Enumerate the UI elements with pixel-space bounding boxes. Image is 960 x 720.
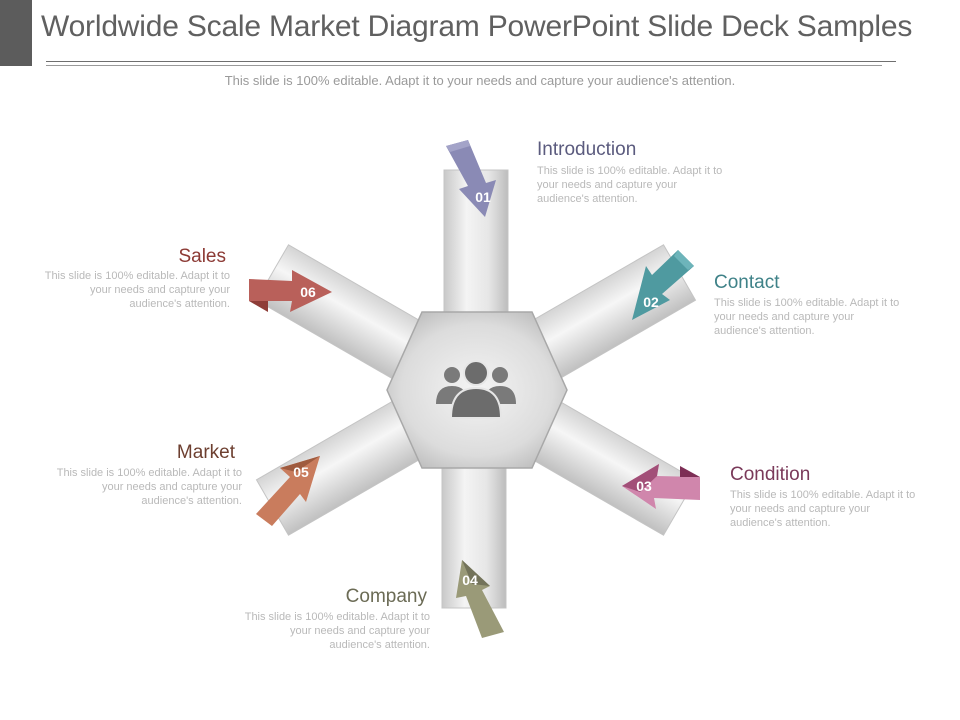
arrow-04-number: 04 xyxy=(462,572,478,588)
desc-introduction: This slide is 100% editable. Adapt it to… xyxy=(537,165,723,205)
label-company: Company xyxy=(345,586,427,607)
arrow-04: 04 xyxy=(456,560,504,638)
label-contact: Contact xyxy=(714,272,780,293)
label-introduction: Introduction xyxy=(537,139,637,160)
arrow-06: 06 xyxy=(249,270,332,312)
title-bar: Worldwide Scale Market Diagram PowerPoin… xyxy=(0,0,960,66)
arrow-02: 02 xyxy=(632,250,694,320)
desc-market: This slide is 100% editable. Adapt it to… xyxy=(56,467,242,507)
arrow-01: 01 xyxy=(446,140,496,217)
label-sales: Sales xyxy=(178,246,226,267)
arrow-02-number: 02 xyxy=(643,294,659,310)
arrow-06-number: 06 xyxy=(300,284,316,300)
desc-condition: This slide is 100% editable. Adapt it to… xyxy=(730,489,916,529)
label-condition: Condition xyxy=(730,464,811,485)
page-subtitle: This slide is 100% editable. Adapt it to… xyxy=(224,73,736,88)
arrow-05: 05 xyxy=(256,456,320,526)
label-market: Market xyxy=(176,442,235,463)
desc-company: This slide is 100% editable. Adapt it to… xyxy=(244,611,430,651)
page-title: Worldwide Scale Market Diagram PowerPoin… xyxy=(41,10,913,43)
arrow-05-number: 05 xyxy=(293,464,309,480)
title-divider xyxy=(46,61,896,62)
arrow-01-number: 01 xyxy=(475,189,491,205)
desc-sales: This slide is 100% editable. Adapt it to… xyxy=(44,270,230,310)
title-accent-block xyxy=(0,0,32,66)
title-divider-secondary xyxy=(46,65,882,66)
desc-contact: This slide is 100% editable. Adapt it to… xyxy=(714,297,900,337)
arrow-03-number: 03 xyxy=(636,478,652,494)
arrow-03: 03 xyxy=(622,464,700,509)
people-group-icon xyxy=(436,360,516,419)
